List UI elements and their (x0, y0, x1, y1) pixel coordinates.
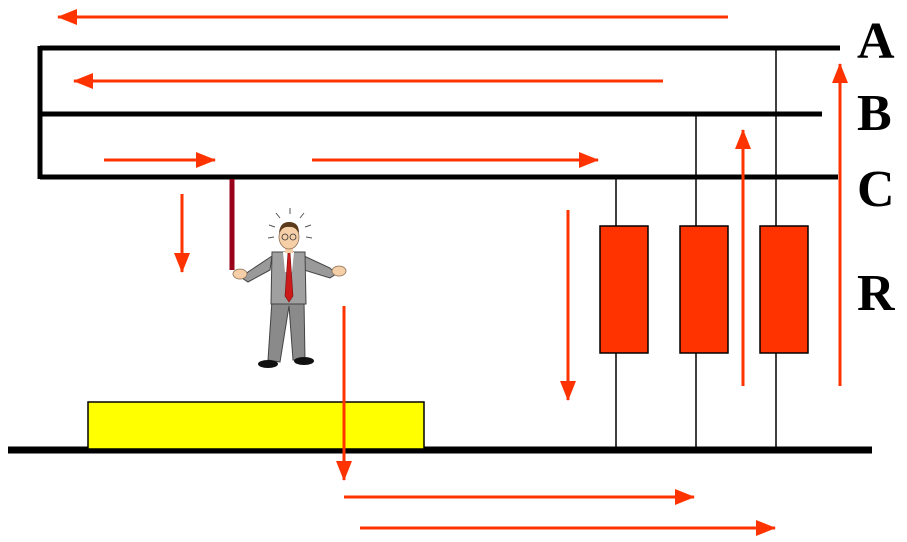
bus-a-label: A (857, 13, 895, 70)
current-arrows (57, 8, 848, 536)
resistor-a (759, 225, 809, 354)
resistors-label: R (857, 265, 896, 322)
bus-c-label: C (857, 161, 895, 218)
confused-man-icon (232, 208, 347, 368)
bus-lines (37, 45, 840, 180)
bus-b-label: B (857, 85, 892, 142)
resistor-b (679, 225, 729, 354)
resistor-c (599, 225, 649, 354)
resistors (599, 225, 809, 354)
load-block (87, 401, 425, 450)
